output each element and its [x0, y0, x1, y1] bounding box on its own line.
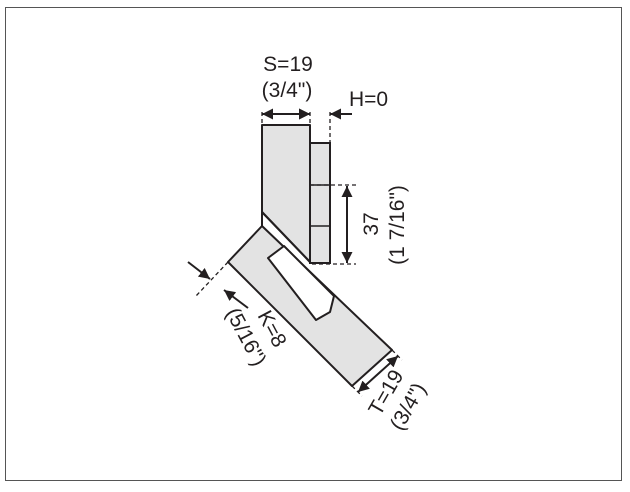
t-dimension-arrow	[357, 355, 399, 393]
mounting-plate	[309, 142, 331, 264]
s-dimension-label: S=19	[263, 53, 313, 76]
height-dimension-inch-label: (1 7/16")	[386, 185, 409, 265]
h-dimension-label: H=0	[349, 88, 388, 111]
k-dimension-arrow	[187, 261, 249, 309]
hinge-cup	[267, 245, 335, 321]
height-dimension-label: 37	[360, 212, 383, 235]
s-dimension-inch-label: (3/4")	[262, 79, 313, 102]
